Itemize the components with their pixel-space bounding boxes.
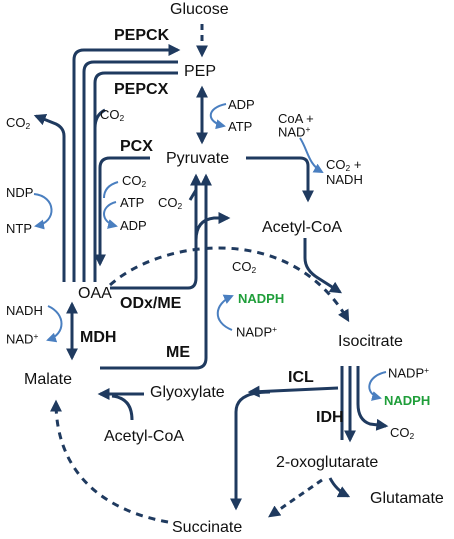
nadph-me-curve [216,294,234,331]
atp-adp-curve [103,201,118,229]
glucose-label: Glucose [170,1,229,18]
acetyl-coa-top-label: Acetyl-CoA [262,219,343,236]
nadph-me-label: NADPH [238,291,285,306]
me-arrow [100,173,212,370]
oxoglutarate-to-glutamate-arrow [328,477,351,498]
ntp-label: NTP [6,221,32,236]
ndp-label: NDP [6,185,34,200]
nadp-nadph-idh-curve [368,371,387,401]
co2-odx-label: CO2 [232,259,257,276]
co2-pcx-label: CO2 [122,173,147,190]
enzyme-me: ME [166,344,190,361]
co2-odx-arrow [194,212,231,241]
co2-pepcx-label: CO2 [100,107,125,124]
nadh-nad-curve [46,305,63,343]
ndp-ntp-curve [33,193,53,230]
pyruvate-label: Pyruvate [166,150,230,167]
malate-label: Malate [24,371,73,388]
pepcx-inner-arrow [93,71,178,282]
co2-left-label: CO2 [6,115,31,132]
nadp-idh-label: NADP+ [388,365,430,381]
nadph-idh-label: NADPH [384,393,431,408]
succinate-to-malate-arc [50,399,169,524]
co2-pyruvate-label: CO2 [158,195,183,212]
isocitrate-label: Isocitrate [338,333,403,350]
oxoglutarate-label: 2-oxoglutarate [276,454,379,471]
glyoxylate-label: Glyoxylate [150,384,225,401]
co2-left-arrow [33,113,66,282]
oaa-to-isocitrate-arc [108,246,350,323]
succinate-label: Succinate [172,519,243,536]
acetylcoa-to-isocitrate-arrow [303,238,343,294]
co2-nadh-label: CO2 +NADH [326,157,363,187]
nad-mdh-label: NAD+ [6,331,39,347]
glutamate-label: Glutamate [370,490,444,507]
pcx-arrow [94,156,150,267]
acetylcoa-bottom-arrow [111,394,134,421]
pepck-arrow [72,44,181,282]
oaa-label: OAA [78,285,112,302]
co2-pyruvate-line [188,189,198,201]
enzyme-odx-me: ODx/ME [120,295,182,312]
adp-pcx-label: ADP [120,218,147,233]
enzyme-idh: IDH [316,409,344,426]
enzyme-mdh: MDH [80,329,117,346]
coa-nad-label: CoA +NAD+ [278,111,314,140]
enzyme-pcx: PCX [120,138,153,155]
odx-arrow [110,173,202,290]
acetyl-coa-bottom-label: Acetyl-CoA [104,428,185,445]
coa-nadh-curve [299,137,324,173]
nadp-me-label: NADP+ [236,324,278,340]
co2-pcx-line [103,181,119,199]
adp-atp-curve [209,103,227,130]
idh-branch [356,366,389,431]
pyruvate-to-acetylcoa-arrow [246,156,314,203]
nadh-mdh-label: NADH [6,303,43,318]
pepcx-arrow [82,60,178,282]
adp-pep-label: ADP [228,97,255,112]
atp-pep-label: ATP [228,119,253,134]
atp-pcx-label: ATP [120,195,145,210]
co2-idh-label: CO2 [390,425,415,442]
enzyme-pepck: PEPCK [114,27,170,44]
pep-label: PEP [184,63,217,80]
enzyme-icl: ICL [288,369,314,386]
co2-pepcx-line [93,108,106,129]
icl-succinate-arrow [230,390,271,511]
oxoglutarate-to-succinate-arrow [268,478,323,518]
enzyme-pepcx: PEPCX [114,81,169,98]
